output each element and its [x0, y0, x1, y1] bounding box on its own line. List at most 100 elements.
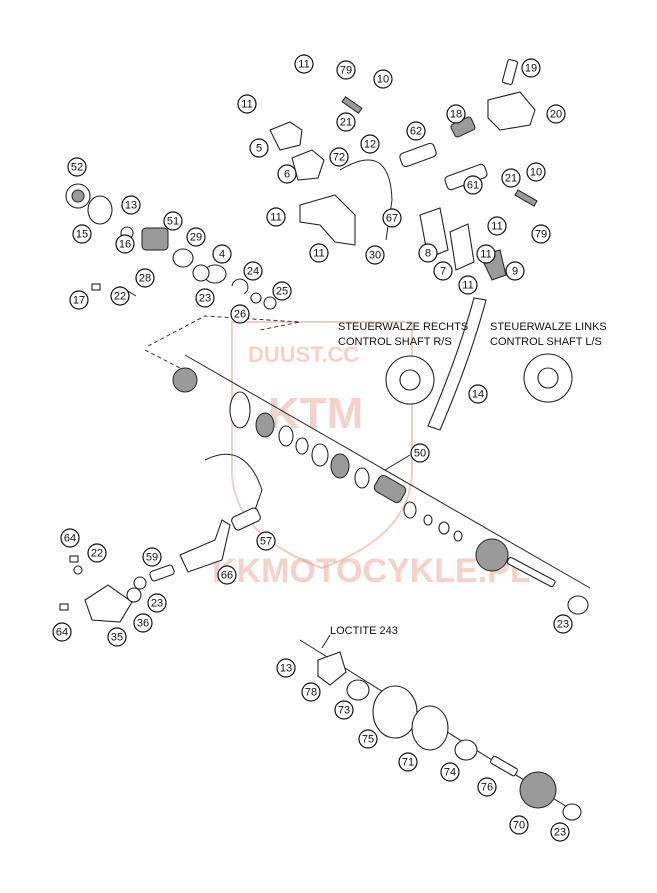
part-washer-23	[192, 264, 210, 282]
callout-circle	[217, 565, 237, 585]
callout-76: 76	[477, 777, 497, 797]
callout-26: 26	[230, 304, 250, 324]
callout-circle	[501, 168, 521, 188]
part-washer-main-2	[423, 514, 433, 526]
callout-75: 75	[358, 729, 378, 749]
callout-78: 78	[301, 682, 321, 702]
part-bolt-64a	[69, 555, 79, 563]
callout-28: 28	[135, 268, 155, 288]
callout-number: 6	[284, 169, 290, 181]
part-oring-15	[87, 195, 113, 225]
callout-number: 11	[313, 248, 324, 260]
callout-circle	[360, 134, 380, 154]
callout-number: 23	[151, 598, 163, 610]
callout-circle	[243, 261, 263, 281]
callout-circle	[546, 104, 566, 124]
callout-circle	[550, 822, 570, 842]
callout-29: 29	[186, 227, 206, 247]
callout-number: 74	[444, 767, 456, 779]
part-needle-bearing-2	[330, 453, 350, 479]
callout-circle	[476, 244, 496, 264]
callout-circle	[398, 752, 418, 772]
control-shaft-right-label-2: CONTROL SHAFT R/S	[338, 336, 452, 348]
callout-circle	[87, 543, 107, 563]
leader-50	[384, 454, 411, 471]
callout-24: 24	[243, 261, 263, 281]
callout-67: 67	[382, 208, 402, 228]
callout-5: 5	[249, 138, 269, 158]
callout-11: 11	[476, 244, 496, 264]
callout-circle	[277, 164, 297, 184]
callout-number: 28	[139, 273, 151, 285]
callout-circle	[115, 234, 135, 254]
part-spring-67	[339, 159, 393, 241]
part-washer-23b	[133, 576, 147, 590]
callout-73: 73	[334, 700, 354, 720]
part-shaft-main	[506, 556, 556, 588]
callout-circle	[110, 286, 130, 306]
part-bolt-59	[149, 564, 175, 582]
callout-number: 13	[280, 663, 292, 675]
callout-number: 11	[491, 221, 502, 233]
callout-14: 14	[468, 384, 488, 404]
part-shaft-57	[231, 507, 261, 531]
callout-circle	[440, 762, 460, 782]
callout-25: 25	[272, 281, 292, 301]
loctite-label: LOCTITE 243	[330, 625, 398, 637]
part-plate-5	[269, 121, 303, 151]
callout-circle	[186, 227, 206, 247]
callout-number: 23	[199, 293, 211, 305]
callout-22: 22	[110, 286, 130, 306]
callout-30: 30	[365, 245, 385, 265]
part-lever-30	[299, 194, 356, 246]
callout-number: 50	[414, 448, 426, 460]
callout-number: 78	[305, 687, 317, 699]
callout-number: 64	[56, 627, 68, 639]
part-cover-35	[84, 584, 133, 623]
callout-circle	[256, 531, 276, 551]
part-spring-lower	[204, 453, 263, 511]
callout-11: 11	[487, 216, 507, 236]
dashed-link-upper	[147, 315, 301, 347]
callout-circle	[526, 162, 546, 182]
callout-13: 13	[276, 658, 296, 678]
part-shaft-62	[399, 142, 437, 168]
callout-number: 22	[114, 291, 126, 303]
part-filter-51	[141, 227, 169, 251]
callout-number: 10	[530, 167, 542, 179]
callout-number: 35	[111, 632, 123, 644]
callout-circle	[336, 60, 356, 80]
callout-circle	[294, 54, 314, 74]
part-shaft-21a	[341, 96, 363, 114]
callout-23: 23	[147, 593, 167, 613]
callout-circle	[133, 613, 153, 633]
part-needle-bearing-1	[255, 412, 275, 438]
callout-21: 21	[501, 168, 521, 188]
callout-number: 13	[125, 200, 137, 212]
callout-36: 36	[133, 613, 153, 633]
callout-circle	[468, 384, 488, 404]
callout-52: 52	[67, 157, 87, 177]
callout-6: 6	[277, 164, 297, 184]
callout-number: 17	[73, 295, 85, 307]
part-hub-flange	[229, 391, 251, 429]
callout-number: 21	[505, 173, 517, 185]
callout-circle	[433, 261, 453, 281]
callout-12: 12	[360, 134, 380, 154]
callout-15: 15	[72, 224, 92, 244]
callout-circle	[163, 211, 183, 231]
callout-23: 23	[553, 614, 573, 634]
part-bearing-73	[346, 679, 370, 701]
callout-79: 79	[531, 224, 551, 244]
callout-50: 50	[410, 443, 430, 463]
callout-19: 19	[521, 58, 541, 78]
callout-number: 66	[221, 570, 233, 582]
callout-11: 11	[266, 207, 286, 227]
part-lever-66	[179, 519, 231, 573]
callout-number: 73	[338, 705, 350, 717]
callout-circle	[382, 208, 402, 228]
callout-16: 16	[115, 234, 135, 254]
callout-number: 29	[190, 232, 202, 244]
callout-number: 76	[481, 782, 493, 794]
